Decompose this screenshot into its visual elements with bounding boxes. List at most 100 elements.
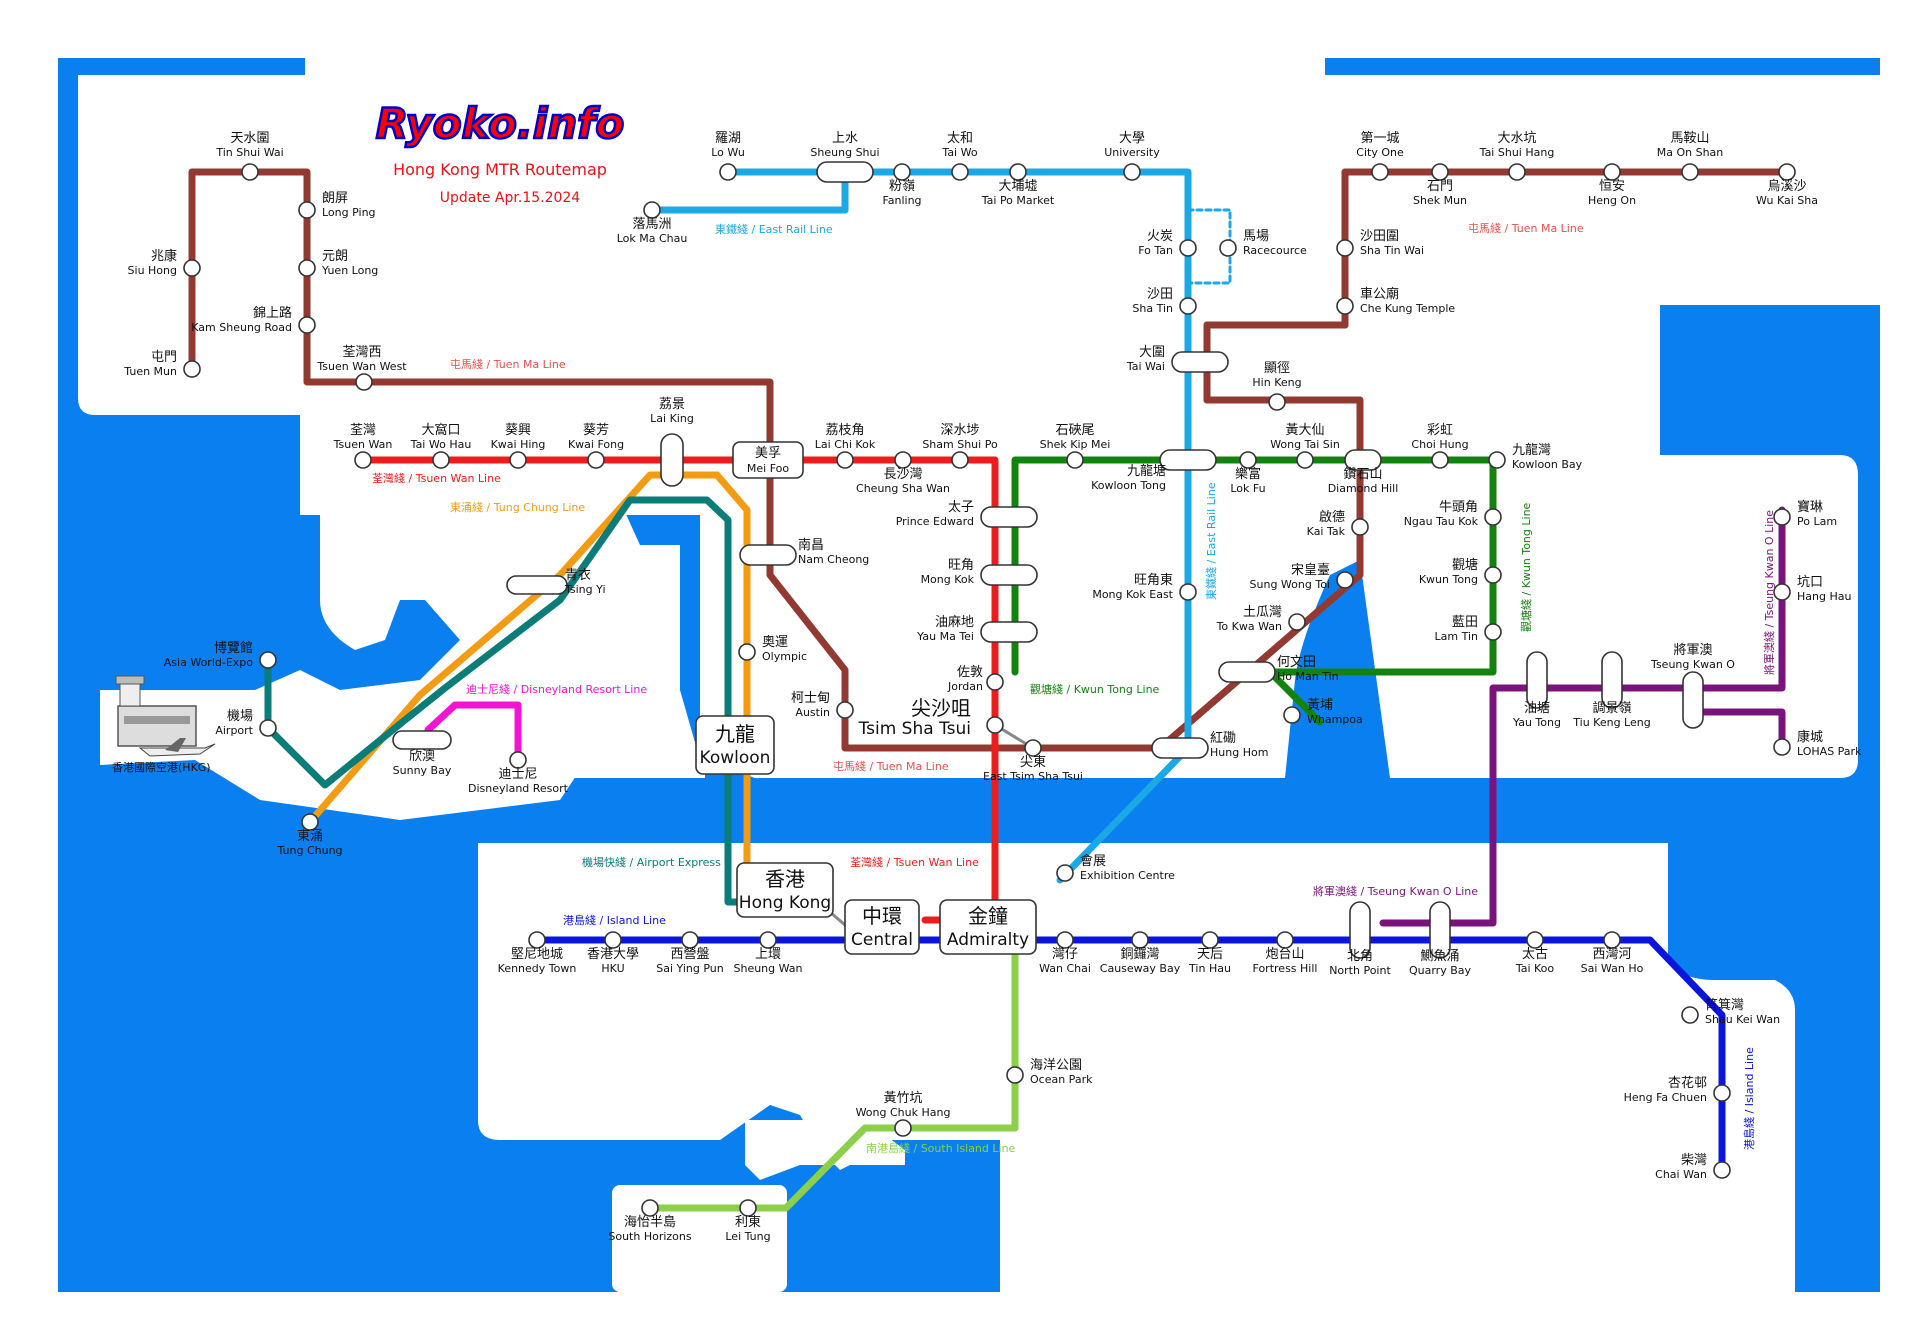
interchange-marker[interactable] — [1601, 651, 1623, 709]
major-interchange-box[interactable] — [736, 862, 834, 918]
station-marker[interactable] — [1219, 239, 1237, 257]
station-marker[interactable] — [301, 813, 319, 831]
station-marker[interactable] — [894, 1119, 912, 1137]
interchange-marker[interactable] — [816, 161, 874, 183]
station-marker[interactable] — [1681, 1006, 1699, 1024]
station-marker[interactable] — [739, 1199, 757, 1217]
station-marker[interactable] — [1484, 566, 1502, 584]
station-marker[interactable] — [759, 931, 777, 949]
station-marker[interactable] — [1276, 931, 1294, 949]
station-marker[interactable] — [951, 451, 969, 469]
station-marker[interactable] — [1603, 931, 1621, 949]
station-marker[interactable] — [355, 373, 373, 391]
major-interchange-box[interactable] — [732, 441, 804, 479]
station-marker[interactable] — [1056, 931, 1074, 949]
station-marker[interactable] — [1201, 931, 1219, 949]
station-marker[interactable] — [1484, 623, 1502, 641]
station-marker[interactable] — [836, 701, 854, 719]
station-marker[interactable] — [1268, 393, 1286, 411]
station-marker[interactable] — [298, 201, 316, 219]
station-marker[interactable] — [183, 259, 201, 277]
station-marker[interactable] — [1296, 451, 1314, 469]
station-marker[interactable] — [1488, 451, 1506, 469]
station-marker[interactable] — [1009, 163, 1027, 181]
station-marker[interactable] — [894, 451, 912, 469]
station-marker[interactable] — [1283, 706, 1301, 724]
station-marker[interactable] — [836, 451, 854, 469]
station-marker[interactable] — [1773, 583, 1791, 601]
station-marker[interactable] — [1066, 451, 1084, 469]
interchange-marker[interactable] — [1344, 449, 1382, 471]
station-marker[interactable] — [1351, 518, 1369, 536]
station-marker[interactable] — [681, 931, 699, 949]
interchange-marker[interactable] — [1429, 901, 1451, 959]
station-marker[interactable] — [298, 259, 316, 277]
station-marker[interactable] — [1431, 163, 1449, 181]
station-marker[interactable] — [1773, 508, 1791, 526]
station-marker[interactable] — [1681, 163, 1699, 181]
station-marker[interactable] — [1713, 1084, 1731, 1102]
station-marker[interactable] — [604, 931, 622, 949]
station-marker[interactable] — [1508, 163, 1526, 181]
station-marker[interactable] — [241, 163, 259, 181]
interchange-marker[interactable] — [1159, 449, 1217, 471]
station-marker[interactable] — [1526, 931, 1544, 949]
station-marker[interactable] — [1778, 163, 1796, 181]
station-marker[interactable] — [641, 1199, 659, 1217]
interchange-marker[interactable] — [1218, 661, 1276, 683]
station-marker[interactable] — [298, 316, 316, 334]
station-marker[interactable] — [509, 751, 527, 769]
